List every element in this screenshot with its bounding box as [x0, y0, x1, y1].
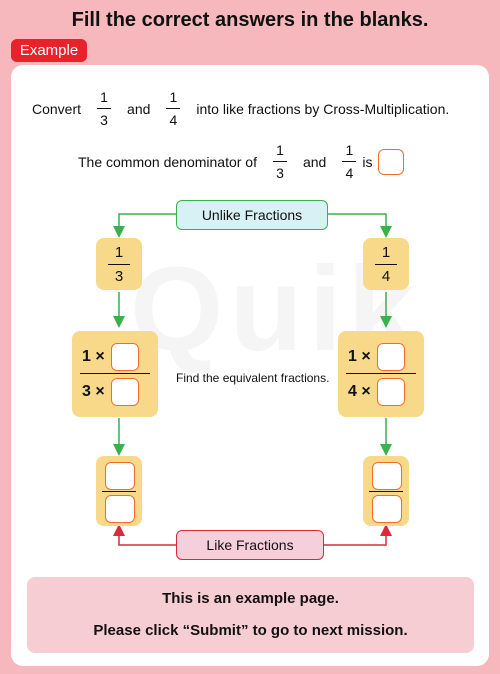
left-fraction-denominator: 3 — [114, 268, 124, 285]
right-fraction-numerator: 1 — [381, 244, 391, 261]
right-numerator-multiplier: 1 × — [348, 348, 371, 365]
denominator-and-label: and — [302, 153, 327, 170]
like-fractions-label: Like Fractions — [176, 530, 324, 560]
example-tag: Example — [11, 39, 87, 62]
left-fraction-card: 1 3 — [96, 238, 142, 290]
left-denominator-multiplier: 3 × — [82, 383, 105, 400]
left-denominator-input[interactable] — [110, 378, 139, 406]
footer-line-1: This is an example page. — [162, 590, 339, 607]
denominator-prefix: The common denominator of — [78, 153, 257, 170]
right-multiply-card: 1 × 4 × — [338, 331, 424, 417]
left-result-card — [96, 456, 142, 526]
arrow-like-to-left — [113, 524, 176, 546]
right-denominator-input[interactable] — [376, 378, 405, 406]
page-title: Fill the correct answers in the blanks. — [71, 9, 429, 31]
right-result-card — [363, 456, 409, 526]
left-multiply-card: 1 × 3 × — [72, 331, 158, 417]
arrow-unlike-to-left — [113, 213, 176, 238]
right-denominator-multiplier: 4 × — [348, 383, 371, 400]
and-label: and — [127, 100, 151, 117]
is-label: is — [362, 153, 373, 170]
footer-message: This is an example page. Please click “S… — [27, 577, 474, 653]
right-result-numerator-input[interactable] — [372, 462, 402, 490]
arrow-unlike-to-right — [326, 213, 392, 238]
left-result-denominator-input[interactable] — [105, 495, 135, 523]
right-numerator-input[interactable] — [376, 343, 405, 371]
unlike-fractions-label: Unlike Fractions — [176, 200, 328, 230]
left-numerator-multiplier: 1 × — [82, 348, 105, 365]
footer-line-2: Please click “Submit” to go to next miss… — [93, 622, 408, 639]
left-result-numerator-input[interactable] — [105, 462, 135, 490]
right-fraction-card: 1 4 — [363, 238, 409, 290]
question-suffix: into like fractions by Cross-Multiplicat… — [196, 100, 450, 117]
convert-label: Convert — [32, 100, 82, 117]
left-numerator-input[interactable] — [110, 343, 139, 371]
common-denominator-answer-box[interactable] — [378, 148, 405, 175]
middle-instruction: Find the equivalent fractions. — [176, 371, 330, 385]
arrow-like-to-right — [322, 524, 392, 546]
left-fraction-numerator: 1 — [114, 244, 124, 261]
right-fraction-denominator: 4 — [381, 268, 391, 285]
right-result-denominator-input[interactable] — [372, 495, 402, 523]
